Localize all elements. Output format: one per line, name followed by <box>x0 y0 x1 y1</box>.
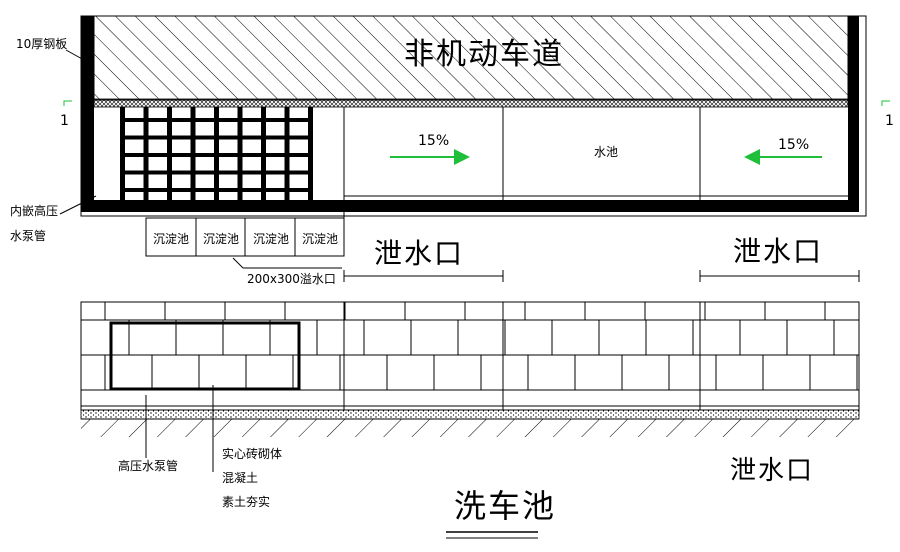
drawing-title: 洗车池 <box>454 487 557 525</box>
bottom-wall <box>81 200 859 212</box>
settling-tank-2: 沉淀池 <box>203 232 240 246</box>
layer-soil-label: 素土夯实 <box>222 495 271 509</box>
plate-label: 10厚钢板 <box>16 37 68 51</box>
section-mark-left: 1 <box>60 113 69 129</box>
left-wall <box>81 16 94 212</box>
layer-concrete-label: 混凝土 <box>222 471 259 485</box>
pool-label: 水池 <box>594 145 619 159</box>
section-view <box>80 301 860 539</box>
road-slab <box>93 15 849 101</box>
pump-pipe-label: 高压水泵管 <box>118 459 179 473</box>
road-label: 非机动车道 <box>404 37 564 72</box>
settling-tank-1: 沉淀池 <box>153 232 190 246</box>
embedded-pipe-label-1: 内嵌高压 <box>10 204 59 218</box>
rammed-soil <box>81 419 859 437</box>
brick-wall <box>80 301 860 411</box>
drain-left-label: 泄水口 <box>374 237 465 270</box>
grating-bar-h <box>120 118 313 122</box>
section-drain-label: 泄水口 <box>730 456 815 486</box>
right-wall <box>848 16 859 212</box>
grating-bar-h <box>120 153 313 157</box>
drain-right-label: 泄水口 <box>733 235 824 268</box>
grating-bar-h <box>120 188 313 192</box>
brick-courses <box>81 302 859 391</box>
section-mark-right: 1 <box>885 113 894 129</box>
settling-tank-3: 沉淀池 <box>253 232 290 246</box>
layer-brick-label: 实心砖砌体 <box>222 447 283 461</box>
settling-tank-4: 沉淀池 <box>302 232 339 246</box>
concrete-layer <box>80 409 860 420</box>
grating <box>120 107 313 200</box>
grating-bar-h <box>120 135 313 140</box>
grating-bar-h <box>120 170 313 175</box>
steel-plate <box>93 98 849 108</box>
slope-right-label: 15% <box>778 137 810 153</box>
embedded-pipe-label-2: 水泵管 <box>10 229 47 243</box>
plan-view <box>59 15 890 282</box>
overflow-label: 200x300溢水口 <box>247 272 336 286</box>
pump-pipe-box <box>109 321 301 391</box>
slope-left-label: 15% <box>418 133 450 149</box>
